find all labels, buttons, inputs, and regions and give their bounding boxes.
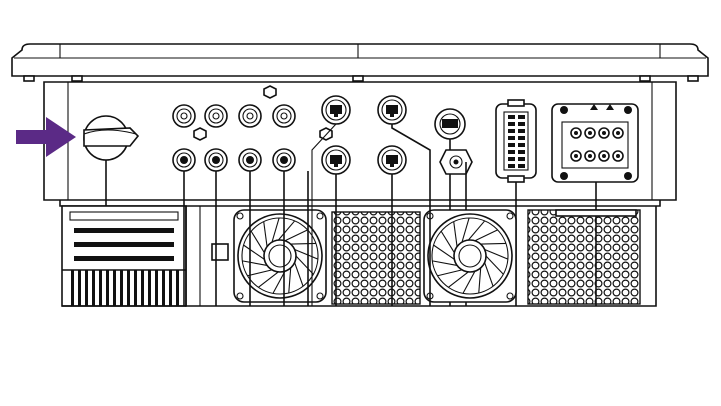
rj45-port [377, 145, 407, 175]
fan-blade [271, 217, 280, 243]
mesh-grille-icon [331, 209, 641, 305]
fan-blade [277, 220, 296, 241]
fan-blade [484, 248, 509, 260]
fan-blade [294, 248, 319, 260]
mc4-connector [204, 148, 228, 172]
heatsink-icon [61, 205, 187, 307]
fan-blade [243, 244, 265, 260]
fan-blade [467, 220, 486, 241]
fan-blade [461, 217, 470, 243]
rj45-port [377, 95, 407, 125]
fan-blade [437, 269, 463, 277]
fan-blade [288, 267, 292, 294]
fan-blade [462, 270, 476, 294]
fan-icon [233, 209, 517, 303]
pin [518, 164, 525, 168]
fan-blade [453, 221, 458, 247]
pin [518, 129, 525, 133]
pin [508, 115, 515, 119]
enclosure-lid [11, 43, 709, 82]
fan-blade [432, 260, 458, 266]
mc4-connector [272, 148, 296, 172]
rj45-port [321, 145, 351, 175]
fan-blade [295, 255, 314, 275]
cooling-fan [233, 209, 327, 303]
fan-blade [474, 229, 498, 242]
fan-blade [263, 221, 268, 247]
pin [508, 122, 515, 126]
ac-terminal-icon [551, 103, 639, 306]
pin [508, 143, 515, 147]
fan-blade [480, 242, 506, 245]
hex-nut-icon [193, 85, 333, 141]
fan-blade [242, 260, 268, 266]
pin [518, 136, 525, 140]
fan-blade [294, 262, 304, 287]
fan-blade [284, 229, 308, 242]
pin [508, 157, 515, 161]
round-connector-icon [172, 104, 296, 172]
network-port-icon [321, 95, 407, 175]
pin [518, 115, 525, 119]
pin [508, 136, 515, 140]
pin [508, 164, 515, 168]
fan-blade [448, 271, 469, 288]
fan-blade [272, 270, 286, 294]
fan-blade [485, 255, 504, 275]
pin [508, 150, 515, 154]
pin [518, 157, 525, 161]
fan-blade [250, 230, 265, 253]
fan-blade [247, 269, 273, 277]
fan-blade [433, 244, 455, 260]
pin [518, 150, 525, 154]
guide-line [311, 123, 337, 306]
mc4-connector [238, 148, 262, 172]
connector-guide-lines [183, 123, 431, 306]
fan-blade [440, 230, 455, 253]
fan-blade [258, 271, 279, 288]
rj45-port [321, 95, 351, 125]
rotary-switch-icon[interactable] [83, 115, 140, 306]
mc4-connector [172, 148, 196, 172]
pin [508, 129, 515, 133]
arrow-right-icon [16, 117, 76, 157]
mc4-connector [172, 104, 196, 128]
mc4-connector [272, 104, 296, 128]
fan-blade [484, 262, 494, 287]
mc4-connector [238, 104, 262, 128]
fan-blade [478, 267, 482, 294]
cooling-fan [423, 209, 517, 303]
mc4-connector [204, 104, 228, 128]
pin [518, 143, 525, 147]
guide-line [391, 124, 431, 306]
pin [518, 122, 525, 126]
